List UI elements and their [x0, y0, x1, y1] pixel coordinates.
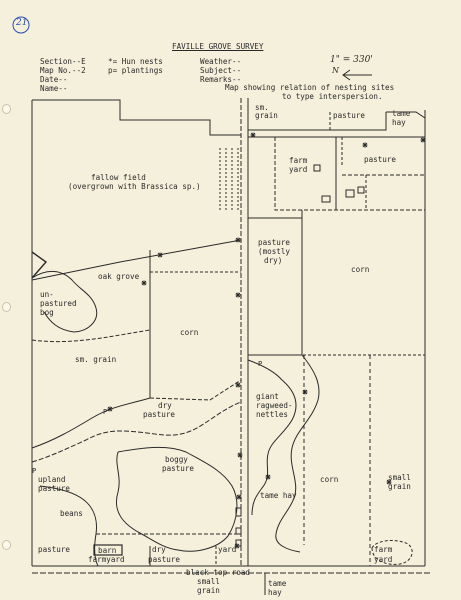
scale-note: 1" = 330'	[330, 55, 373, 65]
se-farmyard-outline	[371, 540, 413, 565]
page-title: FAVILLE GROVE SURVEY	[172, 42, 264, 51]
map-number-field: Map No.--2	[40, 66, 86, 75]
pasture-dry-label: dry)	[264, 256, 283, 265]
tame-hay-label: tame hay	[260, 491, 297, 500]
pasture-sw-label: pasture	[38, 545, 71, 554]
pasture-dry-label: pasture	[258, 238, 291, 247]
yard-building	[235, 507, 242, 517]
boggy-pasture-label: pasture	[162, 464, 195, 473]
unpastured-bog-label: pastured	[40, 299, 77, 308]
name-field: Name--	[40, 84, 68, 93]
unpastured-bog-label: bog	[40, 308, 54, 317]
map-boundary	[31, 99, 426, 567]
blacktop-road-label: black-top road	[186, 568, 251, 577]
tame-hay-ne-label: hay	[392, 118, 406, 127]
small-grain-bottom-label: grain	[197, 586, 220, 595]
farm-yard-se-label: yard	[374, 555, 393, 564]
farm-yard-label: yard	[289, 165, 308, 174]
tame-hay-bottom-label: tame	[268, 579, 287, 588]
planting-marker: P	[32, 467, 37, 475]
dry-pasture-s-label: pasture	[148, 555, 181, 564]
dry-pasture-label: dry	[158, 401, 172, 410]
sm-grain-west-label: sm. grain	[75, 355, 117, 364]
binder-hole	[2, 540, 11, 550]
fallow-field-label: fallow field	[91, 173, 146, 182]
north-label: N	[332, 66, 339, 75]
pasture-ne-label: pasture	[333, 111, 366, 120]
barn-outline	[93, 544, 123, 556]
subject-field: Subject--	[200, 66, 242, 75]
hun-nest-markers	[107, 132, 426, 549]
legend-plantings: p= plantings	[108, 66, 163, 75]
fallow-field-note: (overgrown with Brassica sp.)	[68, 182, 201, 191]
north-arrow-icon	[342, 69, 372, 81]
barn-label: barn	[98, 546, 117, 555]
dry-pasture-s-label: dry	[152, 545, 166, 554]
planting-marker: P	[258, 360, 263, 368]
boggy-pasture-label: boggy	[165, 455, 188, 464]
sm-grain-ne-label: grain	[255, 111, 278, 120]
farmyard-block	[274, 137, 425, 211]
giant-ragweed-label: nettles	[256, 410, 289, 419]
page-number: 21	[16, 18, 28, 28]
tame-hay-ne-label: tame	[392, 109, 411, 118]
upland-pasture-label: upland	[38, 475, 66, 484]
beans-label: beans	[60, 509, 83, 518]
section-field: Section--E	[40, 57, 86, 66]
west-fields	[31, 148, 242, 401]
dry-pasture-label: pasture	[143, 410, 176, 419]
small-grain-se-label: small	[388, 473, 411, 482]
page-number-circle	[12, 16, 30, 34]
dry-pasture-block	[248, 210, 303, 356]
pasture-east-label: pasture	[364, 155, 397, 164]
yard-building	[235, 527, 242, 535]
giant-ragweed-label: ragweed-	[256, 401, 293, 410]
farm-yard-se-label: farm	[374, 545, 393, 554]
corn-center-label: corn	[180, 328, 199, 337]
yard-south-label: yard	[218, 545, 237, 554]
legend-nests: *= Hun nests	[108, 57, 163, 66]
corn-se-label: corn	[320, 475, 339, 484]
date-field: Date--	[40, 75, 68, 84]
sw-wetland-lines	[31, 397, 242, 567]
ns-road	[240, 98, 249, 566]
sm-grain-ne-label: sm.	[255, 103, 269, 112]
unpastured-bog-label: un-	[40, 290, 54, 299]
small-grain-bottom-label: small	[197, 577, 220, 586]
pasture-dry-label: (mostly	[258, 247, 291, 256]
binder-hole	[2, 302, 11, 312]
remarks-field: Remarks--	[200, 75, 242, 84]
tame-hay-bottom-label: hay	[268, 588, 282, 597]
binder-hole	[2, 104, 11, 114]
planting-marker: P	[103, 408, 108, 416]
farm-yard-label: farm	[289, 156, 308, 165]
weather-field: Weather--	[200, 57, 242, 66]
caption-line-2: to type interspersion.	[282, 92, 383, 101]
giant-ragweed-label: giant	[256, 392, 279, 401]
farmyard-label: farmyard	[88, 555, 125, 564]
caption-line-1: Map showing relation of nesting sites	[225, 83, 395, 92]
oak-grove-label: oak grove	[98, 272, 140, 281]
small-grain-se-label: grain	[388, 482, 411, 491]
east-lower-fields	[247, 354, 425, 566]
upland-pasture-label: pasture	[38, 484, 71, 493]
corn-east-label: corn	[351, 265, 370, 274]
